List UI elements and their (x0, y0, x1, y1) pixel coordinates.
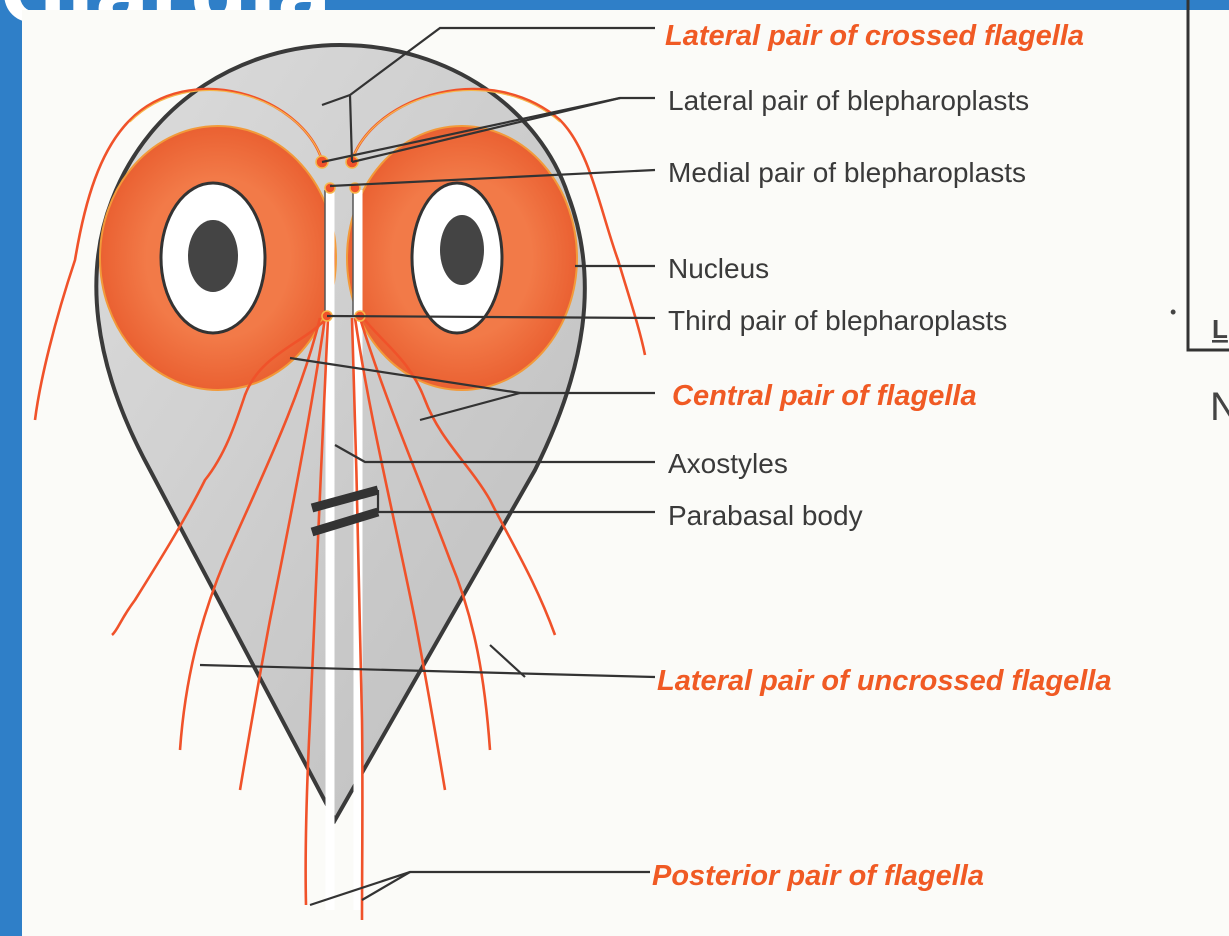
label-medial-blepharoplasts: Medial pair of blepharoplasts (668, 157, 1026, 188)
label-lateral-uncrossed-flagella: Lateral pair of uncrossed flagella (657, 665, 1111, 697)
label-lateral-crossed-flagella: Lateral pair of crossed flagella (665, 20, 1084, 52)
nucleus-left (100, 126, 336, 390)
label-third-blepharoplasts: Third pair of blepharoplasts (668, 305, 1007, 336)
label-parabasal-body: Parabasal body (668, 500, 863, 531)
label-axostyles: Axostyles (668, 448, 788, 479)
label-lateral-blepharoplasts: Lateral pair of blepharoplasts (668, 85, 1029, 116)
adjacent-panel-fragment: • L N (1170, 0, 1229, 429)
panel-fragment-letter: L (1212, 314, 1228, 344)
label-central-flagella: Central pair of flagella (672, 380, 977, 412)
panel-fragment-text: N (1210, 385, 1229, 429)
label-posterior-flagella: Posterior pair of flagella (652, 860, 984, 892)
panel-dot: • (1170, 302, 1176, 322)
label-nucleus: Nucleus (668, 253, 769, 284)
nucleus-right (347, 126, 577, 390)
